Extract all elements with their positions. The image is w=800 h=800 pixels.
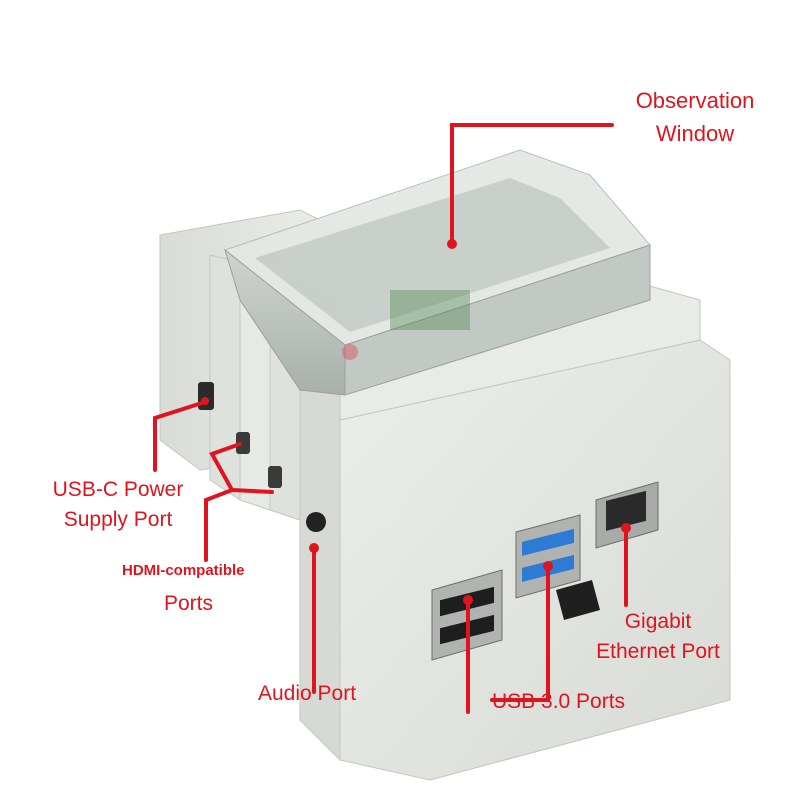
ethernet-port-label: Gigabit Ethernet Port — [578, 610, 738, 670]
callout-lines — [153, 123, 631, 714]
usbc-power-label-line2: Supply Port — [63, 508, 173, 532]
ethernet-port-label-line1: Gigabit — [624, 610, 692, 633]
hdmi-label-line2: Ports — [164, 592, 214, 615]
usbc-callout — [153, 400, 207, 472]
observation-window-label-line1: Observation — [635, 88, 755, 113]
observation-callout — [450, 123, 614, 244]
hdmi-callout-2 — [230, 488, 274, 494]
hdmi-label-line1: HDMI-compatible — [122, 562, 245, 579]
audio-port-label: Audio Port — [258, 682, 357, 705]
usbc-power-label: USB-C Power Supply Port — [28, 478, 208, 538]
front-ports — [431, 481, 659, 661]
usbc-port — [198, 382, 214, 410]
observation-window-lid — [223, 149, 651, 396]
observation-window-label: Observation Window — [600, 88, 790, 155]
usbc-power-label-line1: USB-C Power — [52, 478, 184, 501]
observation-window-label-line2: Window — [655, 121, 735, 147]
hdmi-port-1 — [236, 432, 250, 454]
usb3-callout — [490, 566, 550, 702]
usb3-ports-label: USB 3.0 Ports — [492, 690, 626, 713]
din-clip — [556, 580, 600, 620]
audio-jack — [306, 512, 326, 532]
ethernet-port-label-line2: Ethernet Port — [596, 640, 720, 664]
hdmi-port-2 — [268, 466, 282, 488]
